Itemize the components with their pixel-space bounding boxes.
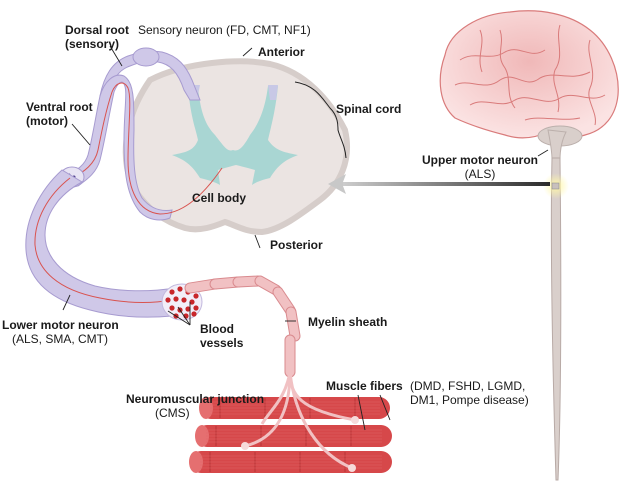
ventral-horn-entry [268,85,278,100]
blood-vessel [193,305,199,311]
brain-gyrus [499,29,516,109]
upper-motor-neuron-marker [551,182,560,190]
myelinated-axon [184,275,301,378]
dorsal-root-ganglion [132,47,160,67]
gray-matter [172,86,298,185]
blood-vessel [177,286,183,292]
nmj-terminal [351,416,359,424]
spinal-cord-bracket [294,81,347,159]
lower-motor-axon [34,177,173,303]
brain [439,10,619,161]
myelin-segment [286,307,300,341]
myelin-segment [273,287,295,315]
blood-vessel [165,297,171,303]
muscle-fiber-end [189,451,203,473]
label-dorsal-root: Dorsal root [65,23,130,37]
spinal-cord-outer [122,58,351,236]
label-spinal-cord: Spinal cord [336,102,402,116]
motor-axon-upper [71,82,223,215]
label-blood-vessels-2: vessels [200,336,244,350]
label-blood-vessels: Blood [200,322,234,336]
spinal-cord-section [122,58,351,236]
blood-vessel [169,289,175,295]
label-nmj: Neuromuscular junction [126,392,265,406]
muscle-fiber-end [199,397,213,419]
label-muscle-fibers: Muscle fibers [326,379,403,393]
brain-gyrus [454,71,591,86]
label-anterior: Anterior [258,45,305,59]
blood-vessel [191,311,197,317]
nerve-terminals [241,371,359,472]
label-cell-body: Cell body [192,191,247,205]
brain-gyrus [588,39,596,126]
myelin-segment [255,276,281,295]
blood-vessel [193,293,199,299]
blood-vessel [189,299,195,305]
label-upper-motor-neuron-sub: (ALS) [464,167,496,181]
label-ventral-root: Ventral root [26,100,93,114]
label-lower-motor-neuron: Lower motor neuron [2,318,119,332]
leader-lines [62,45,549,431]
blood-vessel [185,306,191,312]
label-ventral-root-sub: (motor) [26,114,68,128]
label-muscle-fibers-sub: (DMD, FSHD, LGMD, [410,379,526,393]
blood-vessel [181,297,187,303]
muscle-fiber-end [195,425,209,447]
label-dorsal-root-sub: (sensory) [65,37,120,51]
label-nmj-sub: (CMS) [155,406,190,420]
signal-arrow [328,174,550,194]
muscle-fiber-bundle [189,397,392,473]
label-myelin-sheath: Myelin sheath [308,315,388,329]
label-muscle-fibers-sub-2: DM1, Pompe disease) [410,393,529,407]
brain-gyrus [479,29,483,73]
blood-vessel [169,305,175,311]
brain-gyrus [524,117,581,121]
brain-gyrus [459,49,546,61]
label-posterior: Posterior [270,238,323,252]
nmj-terminal [241,442,249,450]
nmj-terminal [348,464,356,472]
blood-vessel [173,296,179,302]
label-sensory-neuron: Sensory neuron (FD, CMT, NF1) [138,23,311,37]
label-lower-motor-neuron-sub: (ALS, SMA, CMT) [12,332,109,346]
spinal-tract [550,157,562,481]
brain-gyri [454,24,606,126]
label-upper-motor-neuron: Upper motor neuron [422,153,538,167]
brain-gyrus [469,94,606,106]
brain-gyrus [553,24,561,113]
